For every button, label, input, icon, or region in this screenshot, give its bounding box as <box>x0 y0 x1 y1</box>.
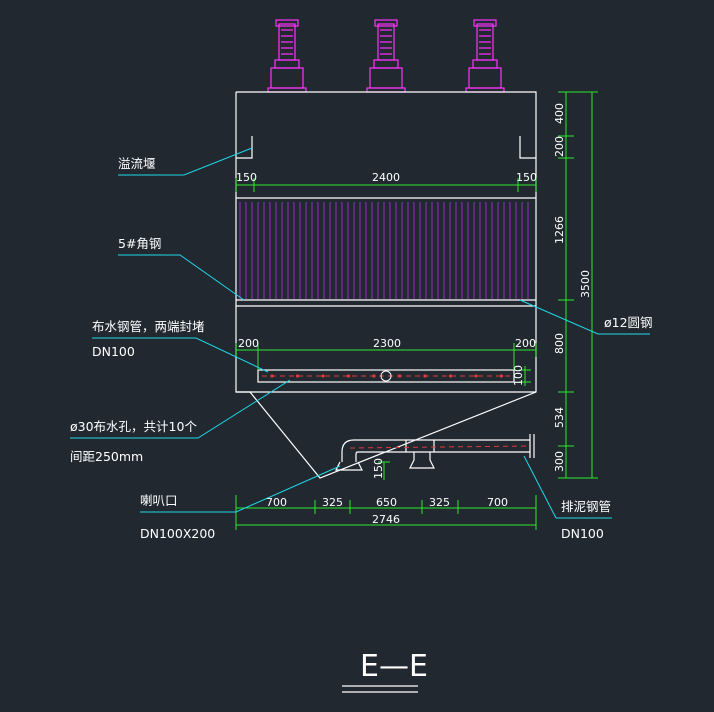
dim-bottom-4: 325 <box>429 496 450 509</box>
label-holes: ø30布水孔，共计10个 <box>70 419 197 434</box>
label-round-steel: ø12圆钢 <box>604 315 653 330</box>
distribution-hole <box>295 374 300 378</box>
distribution-hole <box>499 374 504 378</box>
dim-bottom-5: 700 <box>487 496 508 509</box>
dim-bottom-2: 325 <box>322 496 343 509</box>
dim-nozzle-height: 150 <box>372 458 385 479</box>
dim-bottom-3: 650 <box>376 496 397 509</box>
label-bell-mouth: 喇叭口 <box>140 493 178 508</box>
dim-vert-534: 534 <box>553 407 566 428</box>
dim-pipe-right: 200 <box>515 337 536 350</box>
dim-vert-400: 400 <box>553 103 566 124</box>
motor-right <box>465 19 505 93</box>
distribution-hole <box>372 374 376 378</box>
dim-top-mid: 2400 <box>372 171 400 184</box>
label-bell-mouth-size: DN100X200 <box>140 526 215 541</box>
distribution-holes <box>270 374 504 378</box>
dim-pipe-mid: 2300 <box>373 337 401 350</box>
label-hole-spacing: 间距250mm <box>70 449 143 464</box>
dim-bottom-total: 2746 <box>372 513 400 526</box>
dim-bottom-1: 700 <box>266 496 287 509</box>
motor-center <box>366 19 406 93</box>
dim-vert-200: 200 <box>553 136 566 157</box>
dim-top-right: 150 <box>516 171 537 184</box>
dim-pipe-height: 100 <box>512 365 525 386</box>
distribution-pipe <box>257 369 515 383</box>
motor-left <box>267 19 307 93</box>
labels: 溢流堰 5#角钢 布水钢管，两端封堵 DN100 ø30布水孔，共计10个 间距… <box>70 156 653 541</box>
distribution-hole <box>448 374 453 378</box>
label-dist-pipe-size: DN100 <box>92 344 135 359</box>
dim-top-left: 150 <box>236 171 257 184</box>
distribution-hole <box>321 374 325 378</box>
title-text: E—E <box>360 649 428 684</box>
tank-outline <box>235 91 537 479</box>
distribution-hole <box>423 374 427 378</box>
distribution-hole <box>397 374 402 378</box>
distribution-hole <box>346 374 351 378</box>
angle-steel-array <box>239 202 529 299</box>
label-dist-pipe: 布水钢管，两端封堵 <box>92 319 205 334</box>
label-sludge-pipe-size: DN100 <box>561 526 604 541</box>
distribution-hole <box>474 374 478 378</box>
section-title: E—E <box>342 649 428 693</box>
label-weir: 溢流堰 <box>118 156 156 171</box>
dim-vert-800: 800 <box>553 333 566 354</box>
dim-vert-1266: 1266 <box>553 216 566 244</box>
dim-vert-total: 3500 <box>579 270 592 298</box>
label-sludge-pipe: 排泥钢管 <box>561 499 611 514</box>
label-angle-steel: 5#角钢 <box>118 236 161 251</box>
distribution-hole <box>270 374 274 378</box>
leader-lines <box>70 147 650 519</box>
dim-vert-300: 300 <box>553 451 566 472</box>
dim-pipe-left: 200 <box>238 337 259 350</box>
dimension-text: 150 2400 150 200 2300 200 100 150 700 32… <box>236 103 592 526</box>
sludge-pipe <box>335 434 535 471</box>
